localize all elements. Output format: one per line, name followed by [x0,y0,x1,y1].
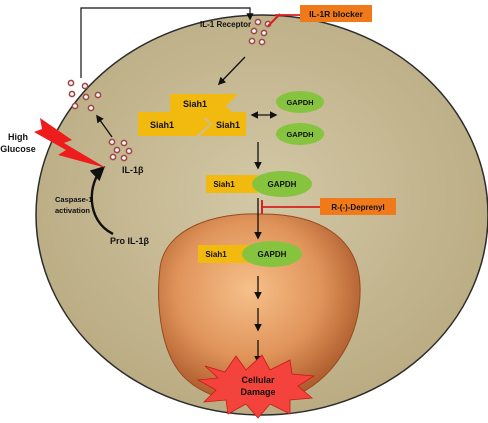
il1r-blocker-label: IL-1R blocker [309,9,364,19]
siah1-top-label: Siah1 [183,99,207,109]
siah1-bound-2-label: Siah1 [205,250,227,259]
siah1-bound-1 [206,175,258,193]
il1r-blocker-box [300,5,372,22]
receptor-particles [248,18,272,46]
siah1-left [138,112,210,136]
il1b-label: IL-1β [122,165,144,175]
damage-label-line2: Damage [240,387,275,397]
caspase-label-line2: activation [55,206,90,215]
deprenyl-box [320,198,396,215]
siah1-right [200,112,246,136]
gapdh-2 [276,123,324,145]
gapdh-1-label: GAPDH [286,98,313,107]
siah1-bound-2 [198,245,250,263]
siah1-left-label: Siah1 [150,120,174,130]
pro-il1b-label: Pro IL-1β [110,236,150,246]
gapdh-bound-1 [252,171,312,197]
damage-label-line1: Cellular [241,375,275,385]
receptor-to-siah1-arrow [217,56,246,86]
gapdh-1 [276,91,324,113]
deprenyl-label: R-(-)-Deprenyl [331,203,384,212]
gapdh-bound-2 [242,241,302,267]
gapdh-bound-2-label: GAPDH [258,250,287,259]
caspase-activation-arrow [89,166,114,236]
il1b-particles-outside [67,79,102,112]
high-glucose-line2: Glucose [0,144,36,154]
blocker-inhibitor-bar [267,13,281,27]
caspase-label-line1: Caspase-1 [55,195,93,204]
siah1-right-label: Siah1 [216,120,240,130]
gapdh-2-label: GAPDH [286,130,313,139]
gapdh-bound-1-label: GAPDH [268,180,297,189]
il1b-release-arrow [96,114,113,138]
il1-receptor-label: IL-1 Receptor [200,20,251,29]
high-glucose-line1: High [8,132,28,142]
lightning-bolt-icon [34,118,106,168]
il1b-particles-inside [108,138,133,162]
burst-star-icon [196,354,316,419]
siah1-bound-1-label: Siah1 [213,180,235,189]
siah1-complex [138,94,246,136]
secretion-loop-arrow [80,7,254,78]
